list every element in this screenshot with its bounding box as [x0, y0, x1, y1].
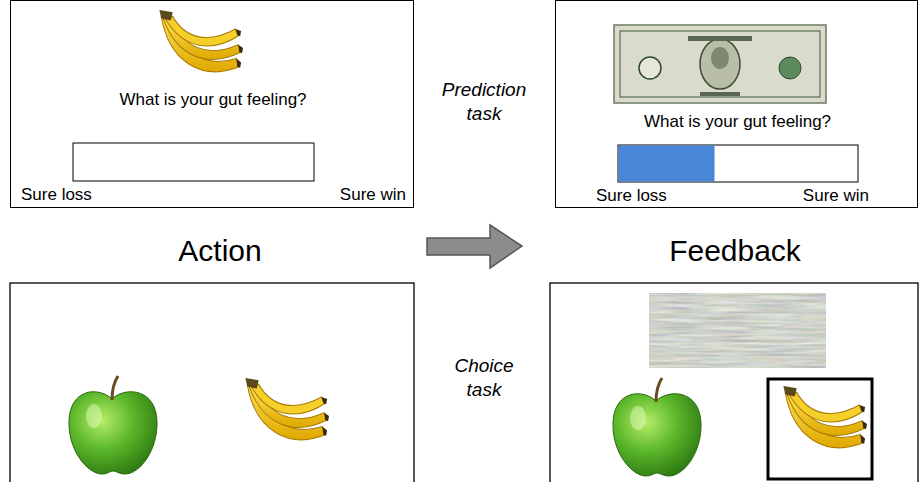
- phase-label: Action: [120, 232, 320, 270]
- scale-min-label: Sure loss: [596, 186, 667, 206]
- prompt-text: What is your gut feeling?: [644, 112, 831, 132]
- scale-max-label: Sure win: [340, 185, 406, 205]
- prompt-text: What is your gut feeling?: [119, 90, 306, 110]
- phase-label: Feedback: [635, 232, 835, 270]
- task-label: Prediction task: [434, 78, 534, 126]
- task-label: Choice task: [439, 354, 529, 402]
- task-panel: What is your gut feeling? Sure loss Sure w…: [10, 0, 414, 208]
- task-panel: What is your gut feeling? Sure loss Sure w…: [555, 0, 918, 208]
- scale-max-label: Sure win: [803, 186, 869, 206]
- scale-min-label: Sure loss: [21, 185, 92, 205]
